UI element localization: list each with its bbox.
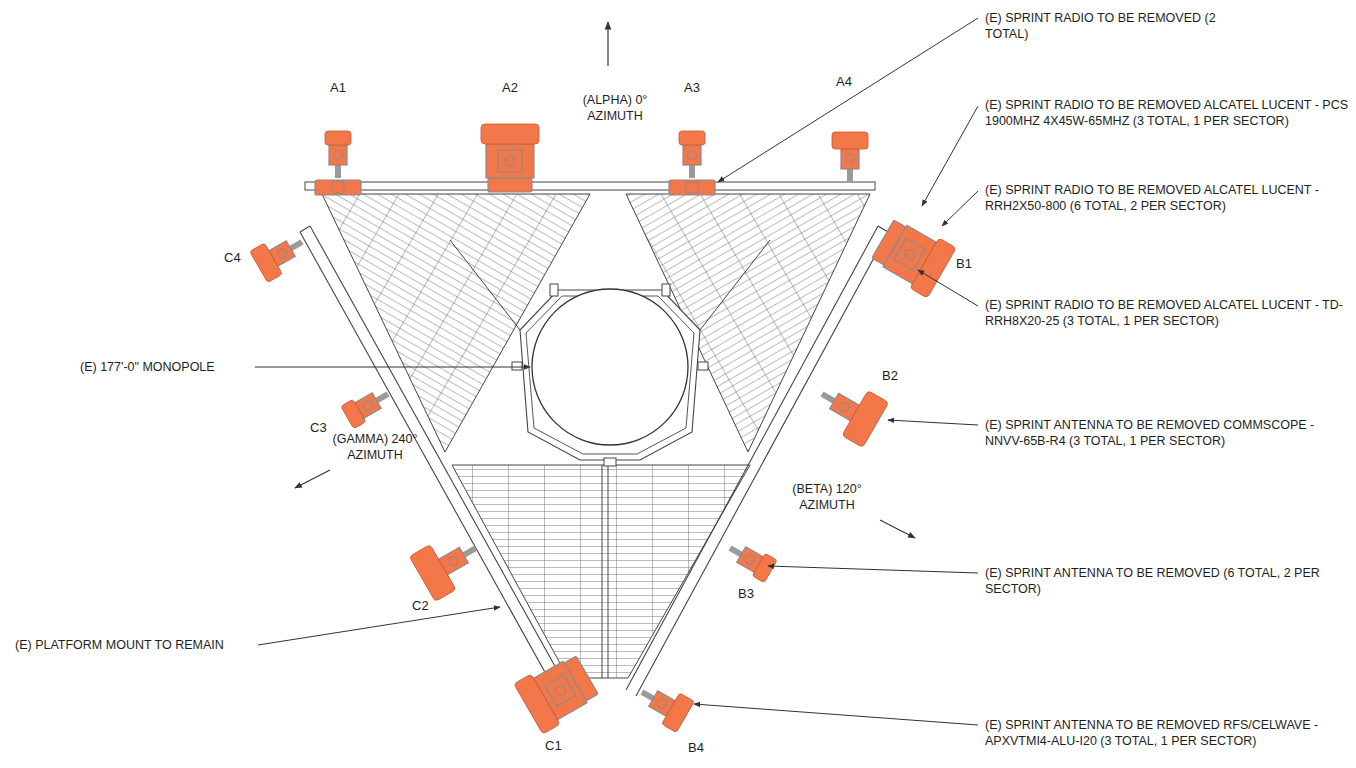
callout-note: (E) 177'-0" MONOPOLE [80, 359, 215, 375]
sector-label: A4 [836, 74, 852, 90]
sector-label: A2 [502, 80, 518, 96]
callout-note: (E) SPRINT ANTENNA TO BE REMOVED (6 TOTA… [985, 565, 1350, 597]
sector-label: A1 [330, 80, 346, 96]
sector-label: C1 [545, 738, 562, 754]
callout-note: (E) SPRINT RADIO TO BE REMOVED ALCATEL L… [985, 182, 1350, 214]
callout-note: (E) SPRINT RADIO TO BE REMOVED ALCATEL L… [985, 97, 1350, 129]
callout-note: (E) SPRINT RADIO TO BE REMOVED ALCATEL L… [985, 297, 1350, 329]
sector-label: C4 [224, 250, 241, 266]
azimuth-label: (GAMMA) 240° AZIMUTH [325, 431, 425, 463]
sector-label: B2 [882, 368, 898, 384]
callout-note: (E) SPRINT ANTENNA TO BE REMOVED COMMSCO… [985, 417, 1350, 449]
callout-note: (E) SPRINT ANTENNA TO BE REMOVED RFS/CEL… [985, 717, 1350, 749]
azimuth-label: (BETA) 120° AZIMUTH [772, 481, 882, 513]
sector-label: C2 [412, 598, 429, 614]
sector-label: B1 [956, 256, 972, 272]
sector-label: B4 [688, 740, 704, 756]
callout-note: (E) SPRINT RADIO TO BE REMOVED (2 TOTAL) [985, 10, 1230, 42]
azimuth-label: (ALPHA) 0° AZIMUTH [560, 92, 670, 124]
sector-label: A3 [684, 80, 700, 96]
sector-label: C3 [310, 420, 327, 436]
callout-note: (E) PLATFORM MOUNT TO REMAIN [15, 637, 224, 653]
sector-label: B3 [738, 586, 754, 602]
